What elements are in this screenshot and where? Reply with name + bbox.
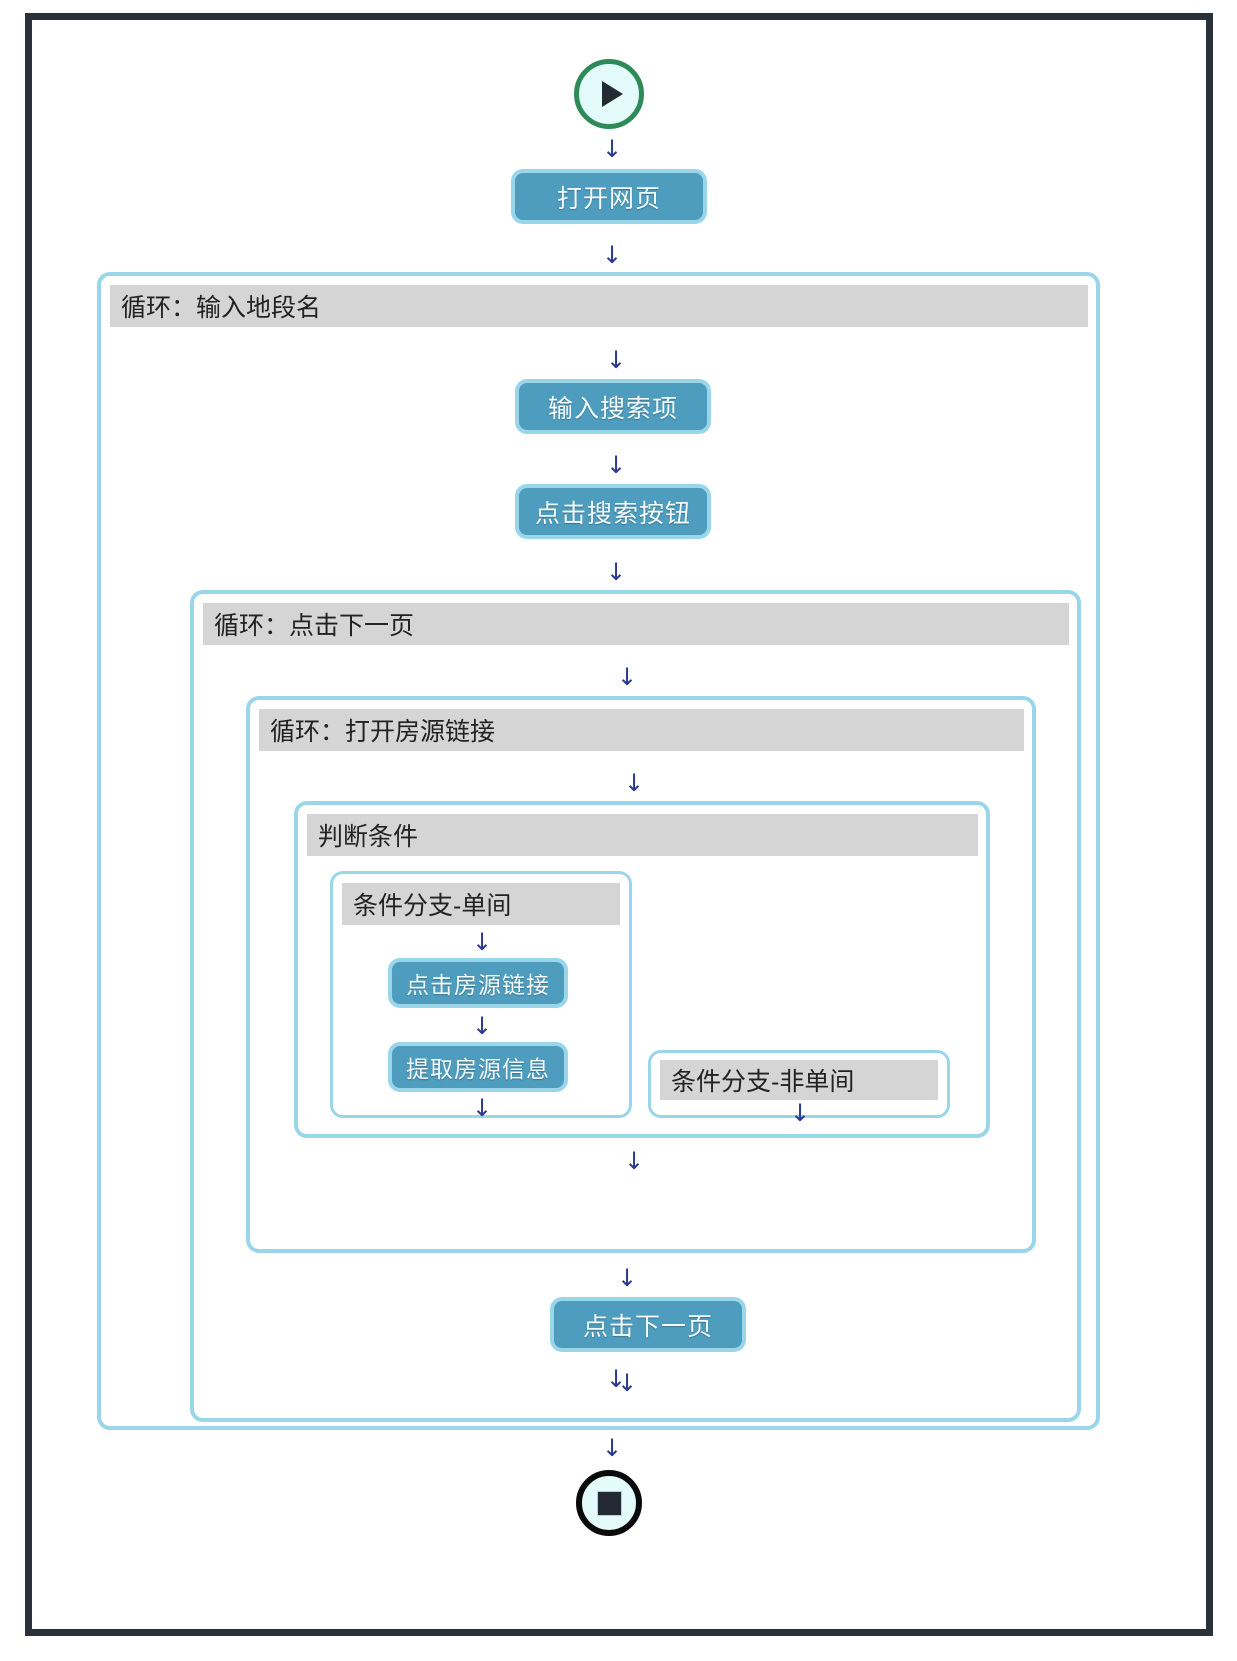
start-node[interactable] — [574, 59, 644, 129]
arrow-input-search-to-click-search: ↓ — [606, 451, 627, 479]
loop-header-open-listing: 循环：打开房源链接 — [259, 709, 1024, 751]
stop-icon — [596, 1490, 622, 1516]
arrow-loop-area-tail: ↓ — [606, 1365, 627, 1393]
arrow-loop-open-listing-to-click-next-page: ↓ — [617, 1264, 638, 1292]
arrow-click-search-to-loop-next-page: ↓ — [606, 558, 627, 586]
loop-header-next-page: 循环：点击下一页 — [203, 603, 1069, 645]
loop-container-open-listing[interactable]: 循环：打开房源链接 ↓ 判断条件 条件分支-单间 ↓ — [246, 696, 1036, 1253]
branch-container-non-single-room[interactable]: 条件分支-非单间 ↓ — [648, 1050, 950, 1125]
diagram-canvas: ↓ 打开网页 ↓ 循环：输入地段名 ↓ 输入搜索项 ↓ 点击搜索按钮 ↓ — [39, 27, 1199, 1622]
branch-header-non-single-room: 条件分支-非单间 — [660, 1060, 938, 1100]
action-click-listing-link[interactable]: 点击房源链接 — [388, 958, 568, 1008]
condition-container[interactable]: 判断条件 条件分支-单间 ↓ 点击房源链接 ↓ — [294, 801, 990, 1138]
action-extract-listing-info[interactable]: 提取房源信息 — [388, 1042, 568, 1092]
arrow-branch-single-to-click-listing: ↓ — [472, 928, 493, 956]
arrow-loop-area-to-input-search: ↓ — [606, 346, 627, 374]
action-click-search-button[interactable]: 点击搜索按钮 — [515, 484, 711, 539]
diagram-frame: ↓ 打开网页 ↓ 循环：输入地段名 ↓ 输入搜索项 ↓ 点击搜索按钮 ↓ — [25, 13, 1213, 1636]
arrow-loop-area-to-end: ↓ — [602, 1434, 623, 1462]
end-node[interactable] — [576, 1470, 642, 1536]
branch-header-single-room: 条件分支-单间 — [342, 883, 620, 925]
arrow-open-page-to-loop-area: ↓ — [602, 241, 623, 269]
action-open-page[interactable]: 打开网页 — [511, 169, 707, 224]
condition-header: 判断条件 — [307, 814, 978, 856]
action-input-search-term[interactable]: 输入搜索项 — [515, 379, 711, 434]
loop-header-area-name: 循环：输入地段名 — [110, 285, 1088, 327]
loop-container-next-page[interactable]: 循环：点击下一页 ↓ 循环：打开房源链接 ↓ 判断条件 条 — [190, 590, 1081, 1422]
arrow-loop-next-page-tail: ↓ — [617, 1369, 638, 1397]
arrow-branch-single-tail: ↓ — [472, 1094, 493, 1122]
arrow-branch-non-single-tail: ↓ — [790, 1099, 811, 1127]
arrow-loop-open-listing-to-condition: ↓ — [624, 769, 645, 797]
arrow-click-listing-to-extract-info: ↓ — [472, 1012, 493, 1040]
play-icon — [602, 81, 623, 107]
arrow-condition-to-loop-open-listing-tail: ↓ — [624, 1147, 645, 1175]
loop-container-area-name[interactable]: 循环：输入地段名 ↓ 输入搜索项 ↓ 点击搜索按钮 ↓ 循环：点击下一页 ↓ — [97, 272, 1100, 1430]
arrow-start-to-open-page: ↓ — [602, 135, 623, 163]
arrow-loop-next-page-to-loop-open-listing: ↓ — [617, 663, 638, 691]
branch-container-single-room[interactable]: 条件分支-单间 ↓ 点击房源链接 ↓ 提取房源信息 ↓ — [330, 871, 632, 1122]
action-click-next-page[interactable]: 点击下一页 — [550, 1297, 746, 1352]
